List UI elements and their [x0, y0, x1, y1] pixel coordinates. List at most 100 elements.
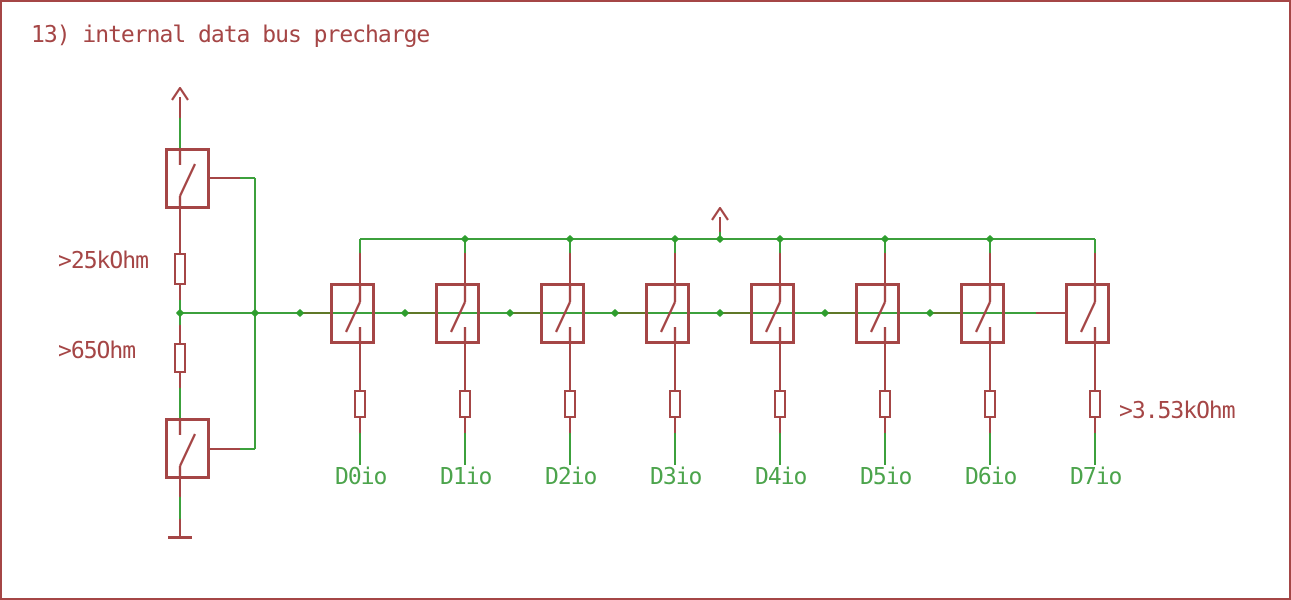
precharge-transistor-d7	[1065, 283, 1110, 344]
wire-segment	[989, 344, 991, 390]
wire-segment	[674, 253, 676, 283]
vcc-bus-junction-dot	[460, 234, 470, 244]
gate-bus-junction-dot	[505, 308, 515, 318]
wire-segment	[464, 239, 466, 253]
wire-segment	[884, 433, 886, 465]
power-arrow-icon	[171, 87, 189, 101]
resistor-value-label: >25kOhm	[58, 248, 149, 274]
sheet-title: 13) internal data bus precharge	[31, 22, 430, 48]
wire-segment	[779, 418, 781, 433]
precharge-transistor-d2	[540, 283, 585, 344]
precharge-transistor-d0	[330, 283, 375, 344]
wire-segment	[674, 418, 676, 433]
resistor-value-label: >3.53kOhm	[1119, 398, 1236, 424]
wire-segment	[779, 433, 781, 465]
wire-segment	[179, 118, 181, 148]
gate-lead-overlap	[720, 312, 750, 314]
vcc-bus-junction-dot	[715, 234, 725, 244]
wire-segment	[569, 344, 571, 390]
up-arrow-icon	[711, 207, 729, 221]
precharge-driver-transistor-2	[165, 418, 210, 479]
wire-segment	[989, 418, 991, 433]
precharge-transistor-d4	[750, 283, 795, 344]
wire-segment	[240, 177, 255, 179]
gate-lead-overlap	[405, 312, 435, 314]
wire-segment	[1094, 418, 1096, 433]
wire-segment	[359, 344, 361, 390]
gate-bus-wire	[180, 312, 1036, 314]
vcc-bus-junction-dot	[985, 234, 995, 244]
resistor-value-label: >65Ohm	[58, 338, 136, 364]
wire-segment	[884, 418, 886, 433]
bus-resistor-d7	[1089, 390, 1101, 418]
wire-segment	[464, 418, 466, 433]
bus-line-label: D3io	[650, 464, 702, 490]
wire-segment	[674, 239, 676, 253]
transistor-symbol	[540, 283, 585, 344]
wire-segment	[569, 433, 571, 465]
wire-segment	[179, 285, 181, 300]
wire-segment	[674, 344, 676, 390]
divider-resistor-1	[174, 253, 186, 285]
gate-lead-wire	[1036, 312, 1065, 314]
transistor-symbol	[645, 283, 690, 344]
wire-segment	[989, 433, 991, 465]
vcc-bus-junction-dot	[565, 234, 575, 244]
wire-segment	[179, 373, 181, 388]
vcc-bus-wire	[360, 238, 1095, 240]
bus-resistor-d1	[459, 390, 471, 418]
wire-segment	[674, 433, 676, 465]
transistor-symbol	[1065, 283, 1110, 344]
gate-bus-junction-dot	[820, 308, 830, 318]
wire-segment	[1094, 239, 1096, 253]
transistor-symbol	[330, 283, 375, 344]
wire-segment	[884, 239, 886, 253]
precharge-driver-transistor-1	[165, 148, 210, 209]
gate-bus-junction-dot	[925, 308, 935, 318]
wire-segment	[210, 448, 240, 450]
transistor-symbol	[165, 148, 210, 209]
gate-bus-junction-dot	[715, 308, 725, 318]
wire-segment	[179, 519, 181, 537]
wire-segment	[779, 344, 781, 390]
wire-segment	[569, 253, 571, 283]
wire-segment	[464, 253, 466, 283]
transistor-symbol	[960, 283, 1005, 344]
bus-resistor-d2	[564, 390, 576, 418]
wire-segment	[1094, 344, 1096, 390]
wire-segment	[1094, 253, 1096, 283]
vcc-bus-junction-dot	[670, 234, 680, 244]
gate-bus-junction-dot	[175, 308, 185, 318]
gate-bus-junction-dot	[610, 308, 620, 318]
wire-segment	[989, 253, 991, 283]
bus-resistor-d5	[879, 390, 891, 418]
vcc-bus-junction-dot	[880, 234, 890, 244]
vcc-bus-junction-dot	[775, 234, 785, 244]
divider-resistor-2	[174, 343, 186, 373]
wire-segment	[210, 177, 240, 179]
precharge-transistor-d6	[960, 283, 1005, 344]
gate-lead-overlap	[615, 312, 645, 314]
wire-segment	[179, 97, 181, 118]
wire-segment	[779, 253, 781, 283]
bus-line-label: D6io	[965, 464, 1017, 490]
gate-lead-overlap	[510, 312, 540, 314]
bus-line-label: D5io	[860, 464, 912, 490]
wire-segment	[884, 344, 886, 390]
gate-lead-overlap	[300, 312, 330, 314]
wire-segment	[359, 253, 361, 283]
wire-segment	[359, 418, 361, 433]
precharge-transistor-d5	[855, 283, 900, 344]
wire-segment	[179, 497, 181, 519]
wire-segment	[719, 217, 721, 232]
wire-segment	[569, 418, 571, 433]
wire-segment	[464, 344, 466, 390]
gate-bus-junction-dot	[295, 308, 305, 318]
transistor-symbol	[750, 283, 795, 344]
wire-segment	[359, 239, 361, 253]
power-arrow-icon	[711, 207, 729, 221]
gate-bus-junction-dot	[400, 308, 410, 318]
wire-segment	[179, 479, 181, 497]
bus-resistor-d4	[774, 390, 786, 418]
